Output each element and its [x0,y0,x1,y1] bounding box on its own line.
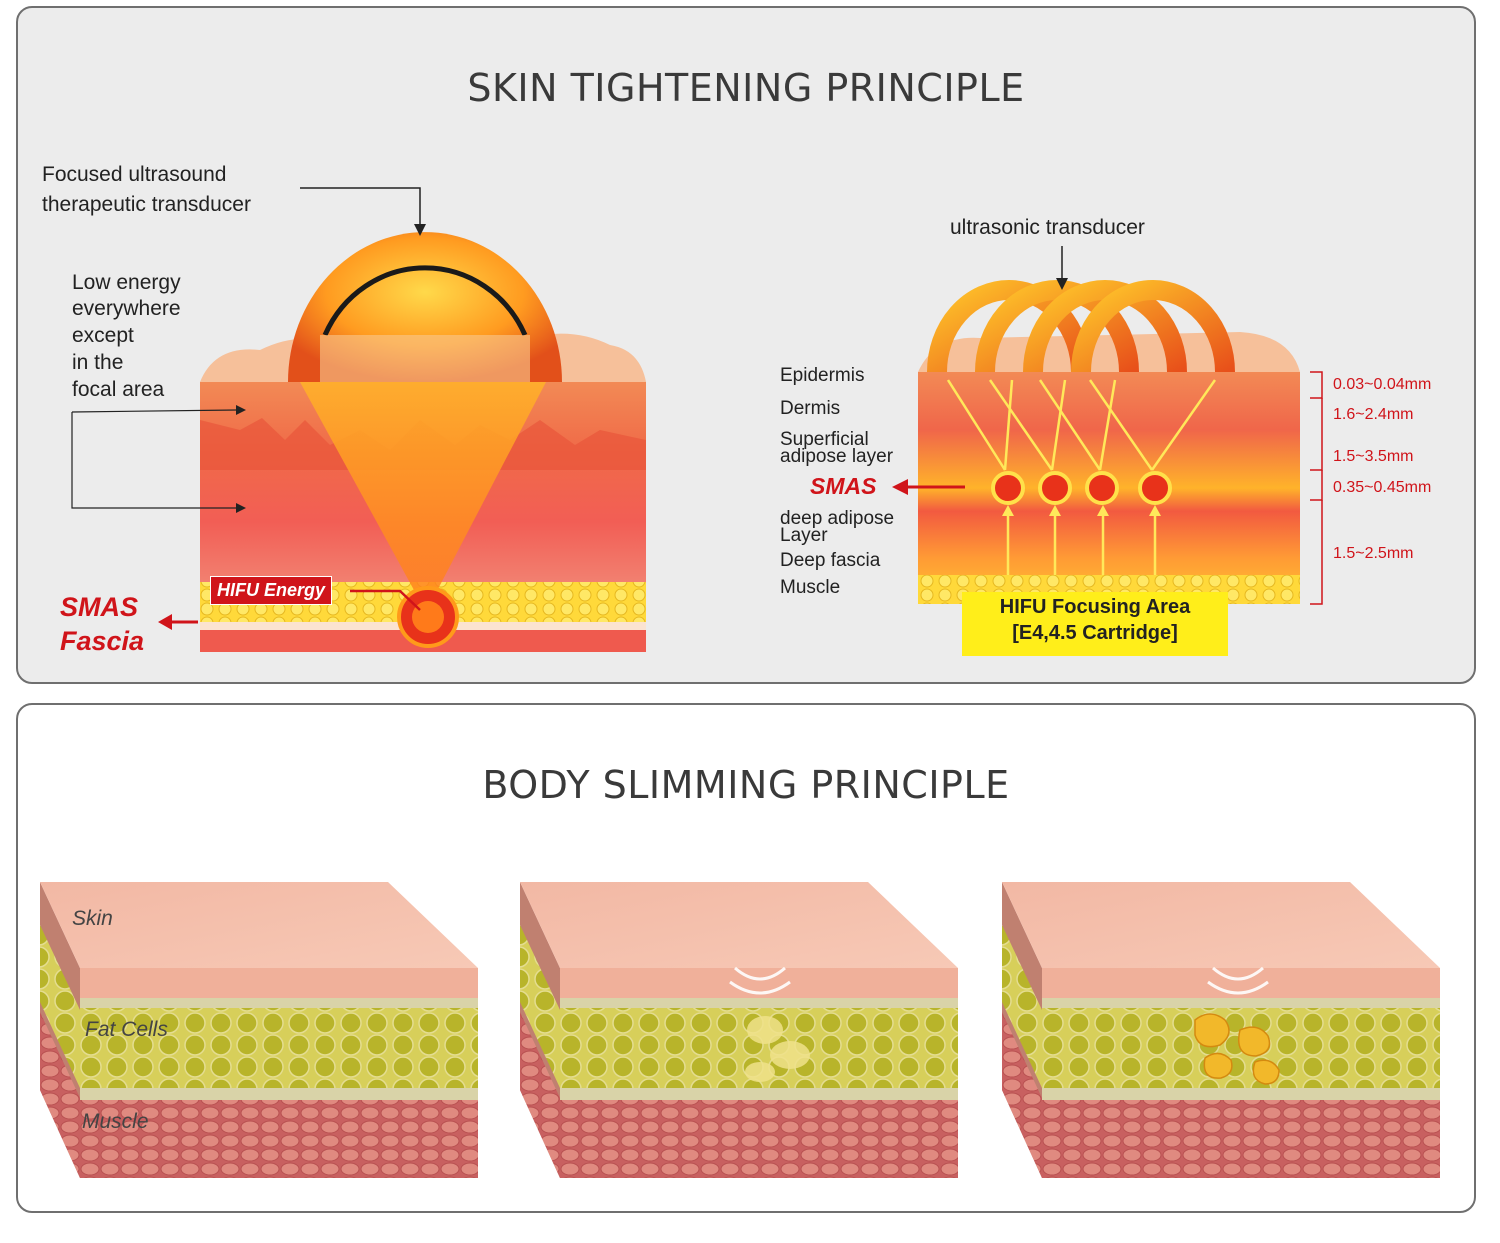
layer-superficial-1: Superficial [780,429,869,450]
depth-deep: 1.5~2.5mm [1333,545,1414,562]
layer-epidermis: Epidermis [780,365,865,386]
low-energy-line1: Low energy [72,271,181,294]
depth-epidermis: 0.03~0.04mm [1333,376,1432,393]
depth-dermis: 1.6~2.4mm [1333,406,1414,423]
muscle-layer-label: Muscle [82,1110,149,1133]
layer-deep-adipose-2: Layer [780,525,828,546]
transducer-label-line2: therapeutic transducer [42,193,251,216]
layer-dermis: Dermis [780,398,841,419]
layer-deep-fascia: Deep fascia [780,550,881,571]
fascia-label-left: Fascia [60,626,145,656]
layer-smas: SMAS [810,473,877,499]
layer-deep-adipose-1: deep adipose [780,508,895,529]
depth-superficial: 1.5~3.5mm [1333,448,1414,465]
focus-line1: HIFU Focusing Area [999,596,1191,618]
low-energy-line2: everywhere [72,297,181,320]
transducer-label-line1: Focused ultrasound [42,163,227,186]
hifu-focusing-area-box: HIFU Focusing Area [E4,4.5 Cartridge] [962,592,1228,656]
fat-cells-label: Fat Cells [85,1018,168,1041]
hifu-energy-badge: HIFU Energy [210,576,333,605]
layer-muscle: Muscle [780,577,841,598]
low-energy-line5: focal area [72,378,165,401]
body-slimming-title: BODY SLIMMING PRINCIPLE [482,763,1010,807]
focus-line2: [E4,4.5 Cartridge] [1012,622,1178,644]
ultrasonic-transducer-label: ultrasonic transducer [950,216,1145,239]
skin-layer-label: Skin [72,907,113,930]
depth-smas: 0.35~0.45mm [1333,479,1432,496]
smas-label-left: SMAS [60,592,139,622]
layer-superficial-2: adipose layer [780,446,894,467]
low-energy-line4: in the [72,351,124,374]
skin-tightening-title: SKIN TIGHTENING PRINCIPLE [467,66,1025,110]
low-energy-line3: except [72,324,134,347]
